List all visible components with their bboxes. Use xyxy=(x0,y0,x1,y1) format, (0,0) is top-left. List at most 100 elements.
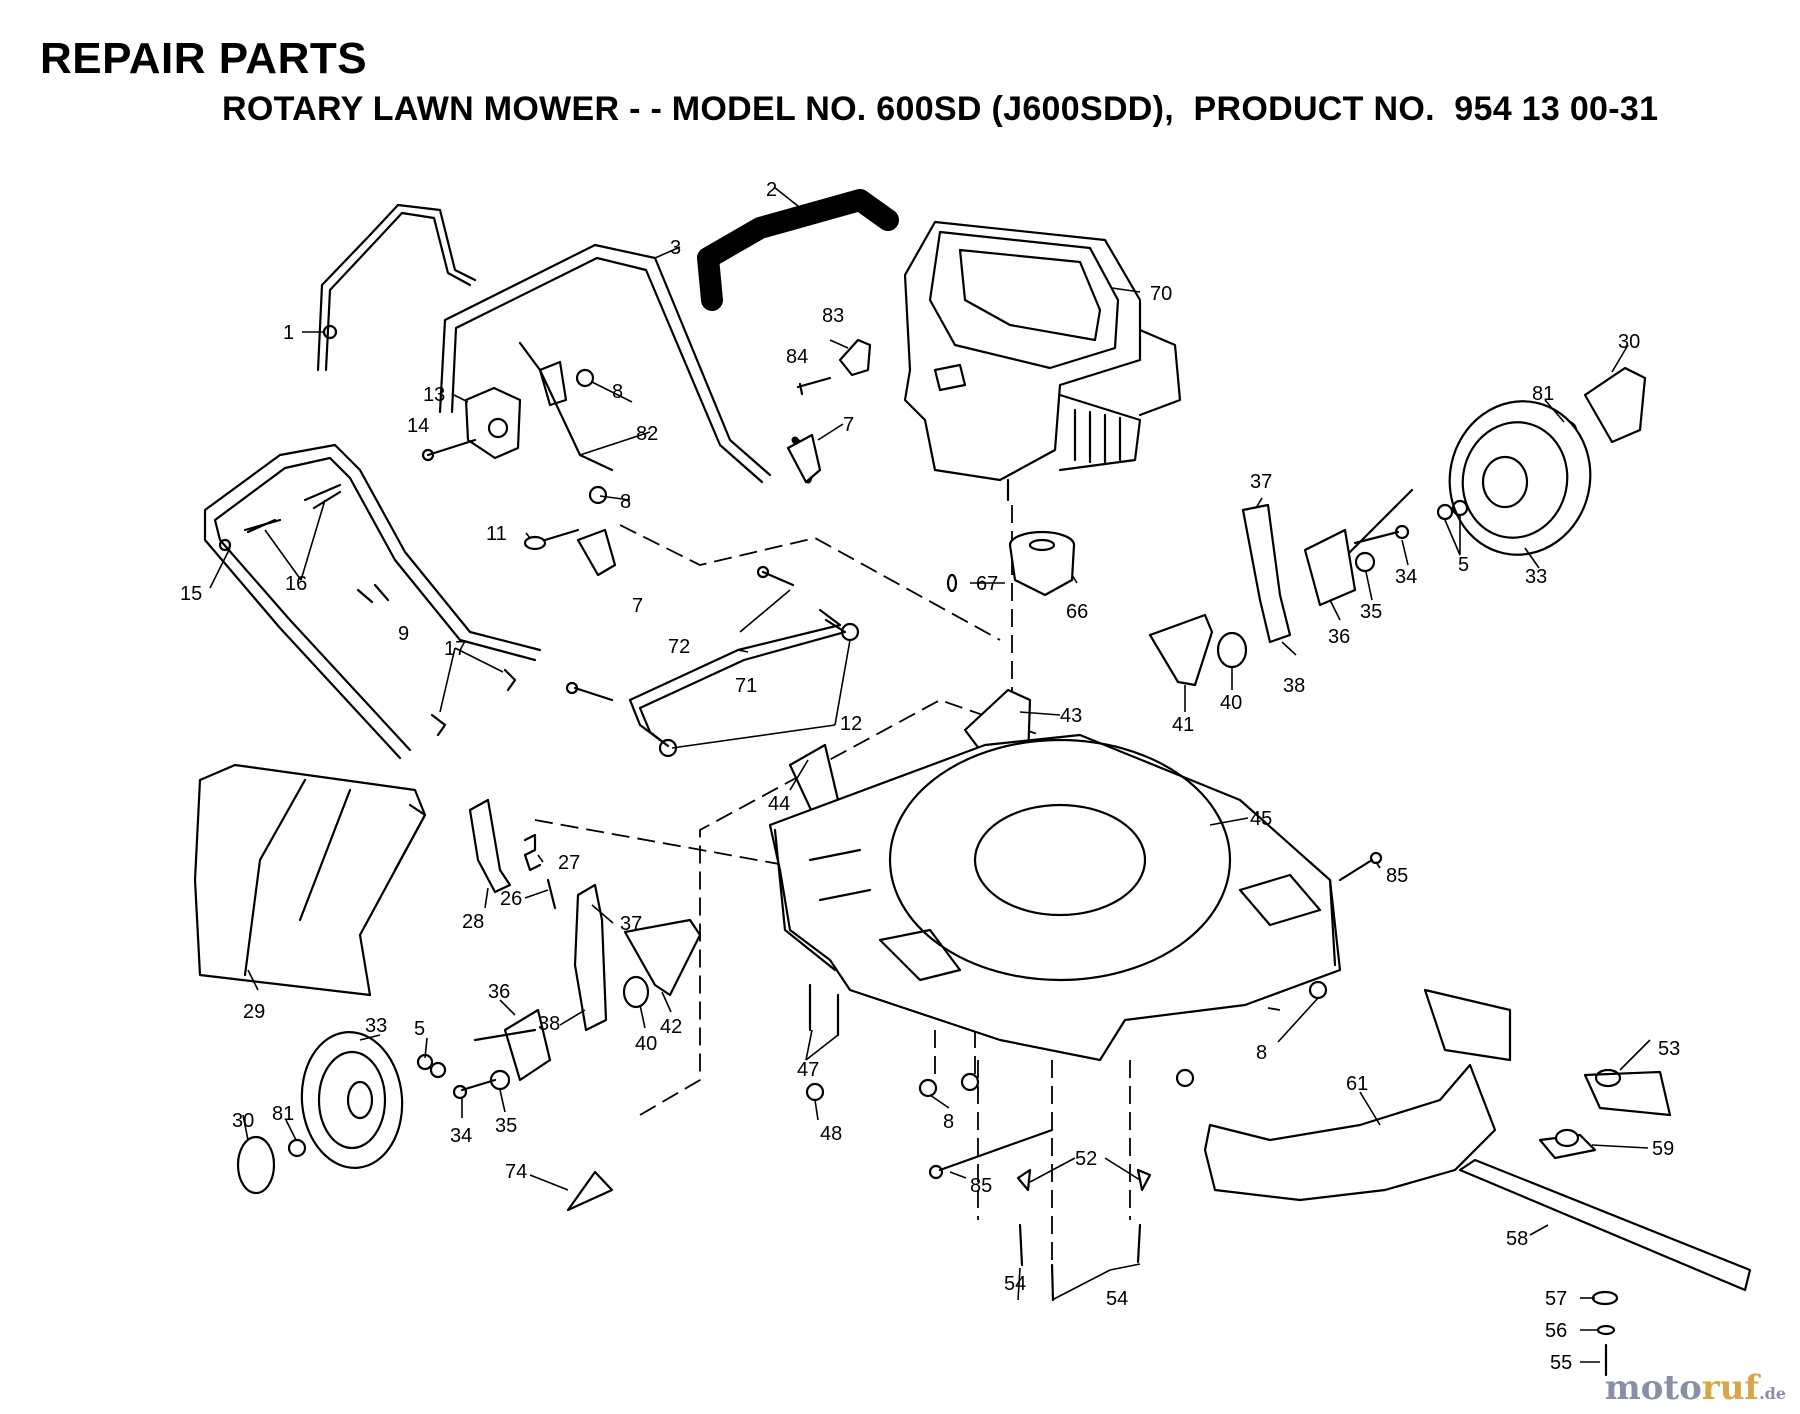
callout-72: 72 xyxy=(668,636,690,658)
bolts-part-72 xyxy=(565,565,795,702)
hubcap-part-30-b xyxy=(236,1135,276,1195)
callout-55: 55 xyxy=(1550,1352,1572,1374)
washer-part-35-b xyxy=(489,1069,511,1091)
lower-handle-part-15 xyxy=(203,443,542,760)
key-part-67 xyxy=(946,573,958,593)
callout-2: 2 xyxy=(766,179,777,201)
washer-part-56 xyxy=(1596,1324,1616,1336)
bolts-part-54 xyxy=(1018,1223,1142,1302)
bracket-part-36-a xyxy=(1303,528,1357,607)
callout-14: 14 xyxy=(407,415,429,437)
grassbag-part-29 xyxy=(193,763,427,997)
screw-part-85-a xyxy=(1338,851,1383,882)
callout-48: 48 xyxy=(820,1123,842,1145)
callout-11: 11 xyxy=(486,523,507,545)
carriage-bolts-part-16 xyxy=(246,490,342,534)
callout-38-right: 38 xyxy=(1283,675,1305,697)
callout-34-right: 34 xyxy=(1395,566,1417,588)
nut-part-48 xyxy=(805,1082,825,1102)
callout-81-right: 81 xyxy=(1532,383,1554,405)
plate-part-41 xyxy=(1148,613,1214,687)
callout-52: 52 xyxy=(1075,1148,1097,1170)
upper-handle-part-3 xyxy=(438,243,772,484)
callout-81-left: 81 xyxy=(272,1103,294,1125)
callout-36-right: 36 xyxy=(1328,626,1350,648)
callout-8-c: 8 xyxy=(943,1111,954,1133)
watermark-logo: motoruf.de xyxy=(1605,1368,1786,1408)
callout-13: 13 xyxy=(423,384,445,406)
washers-part-5-b xyxy=(416,1053,447,1079)
callout-37-right: 37 xyxy=(1250,471,1272,493)
callout-43: 43 xyxy=(1060,705,1082,727)
callout-12: 12 xyxy=(840,713,862,735)
callout-33-left: 33 xyxy=(365,1015,387,1037)
callout-labels: 1 2 3 83 84 70 30 81 13 14 8 82 7 8 11 7… xyxy=(180,179,1680,1374)
cable-part-82 xyxy=(518,341,614,472)
callout-59: 59 xyxy=(1652,1138,1674,1160)
callout-47: 47 xyxy=(797,1059,819,1081)
screw-part-85-b xyxy=(928,1128,1054,1180)
callout-16: 16 xyxy=(285,573,307,595)
bolt-part-34-a xyxy=(1353,524,1410,545)
callout-53: 53 xyxy=(1658,1038,1680,1060)
callout-58: 58 xyxy=(1506,1228,1528,1250)
screw-part-84 xyxy=(796,376,832,396)
blade-part-58 xyxy=(1458,1158,1752,1292)
wheel-part-33-b xyxy=(300,1031,404,1169)
bolt-part-11 xyxy=(523,528,580,551)
callout-85-right: 85 xyxy=(1386,865,1408,887)
bracket-part-28 xyxy=(468,798,512,894)
page-title: REPAIR PARTS xyxy=(40,34,368,83)
nut-part-59 xyxy=(1538,1128,1597,1160)
control-part-13 xyxy=(464,386,522,460)
callout-34-left: 34 xyxy=(450,1125,472,1147)
callout-56: 56 xyxy=(1545,1320,1567,1342)
callout-26: 26 xyxy=(500,888,522,910)
clips-part-9 xyxy=(356,583,390,604)
callout-71: 71 xyxy=(735,675,757,697)
hubcap-part-30-a xyxy=(1583,366,1647,444)
callout-35-left: 35 xyxy=(495,1115,517,1137)
washer-part-35-a xyxy=(1354,551,1376,573)
hairpin-clips-part-17 xyxy=(430,668,517,737)
callout-38-left: 38 xyxy=(538,1013,560,1035)
callout-28: 28 xyxy=(462,911,484,933)
callout-9: 9 xyxy=(398,623,409,645)
callout-61: 61 xyxy=(1346,1073,1368,1095)
leader-lines xyxy=(209,186,1651,1363)
lever-part-37-a xyxy=(1241,503,1292,644)
callout-45: 45 xyxy=(1250,808,1272,830)
lever-part-37-b xyxy=(573,883,608,1032)
callout-83: 83 xyxy=(822,305,844,327)
spacer-part-40-a xyxy=(1216,631,1248,669)
nut-part-8-a xyxy=(575,368,595,388)
callout-41: 41 xyxy=(1172,714,1194,736)
callout-74: 74 xyxy=(505,1161,527,1183)
adapter-part-53 xyxy=(1583,1068,1672,1117)
plate-part-42 xyxy=(623,918,702,997)
callout-67: 67 xyxy=(976,573,998,595)
callout-8-a: 8 xyxy=(612,381,623,403)
callout-44: 44 xyxy=(768,793,790,815)
callout-27: 27 xyxy=(558,852,580,874)
callout-1: 1 xyxy=(283,322,294,344)
bolts-part-47 xyxy=(808,983,840,1037)
callout-40-right: 40 xyxy=(1220,692,1242,714)
washer-part-57 xyxy=(1591,1290,1619,1306)
callout-82: 82 xyxy=(636,423,658,445)
callout-5-right: 5 xyxy=(1458,554,1469,576)
bolt-part-34-b xyxy=(452,1078,497,1100)
watermark-part-2: ruf xyxy=(1701,1368,1760,1408)
watermark-part-3: .de xyxy=(1759,1384,1786,1403)
deck-part-45 xyxy=(768,733,1342,1062)
baffle-part-61 xyxy=(1203,988,1512,1202)
pointer-part-74 xyxy=(566,1170,614,1212)
callout-3: 3 xyxy=(670,237,681,259)
callout-66: 66 xyxy=(1066,601,1088,623)
callout-54-right: 54 xyxy=(1106,1288,1128,1310)
page-subtitle: ROTARY LAWN MOWER - - MODEL NO. 600SD (J… xyxy=(222,90,1659,128)
callout-70: 70 xyxy=(1150,283,1172,305)
nut-part-81-b xyxy=(287,1138,307,1158)
upper-bail-part-1 xyxy=(316,203,477,372)
